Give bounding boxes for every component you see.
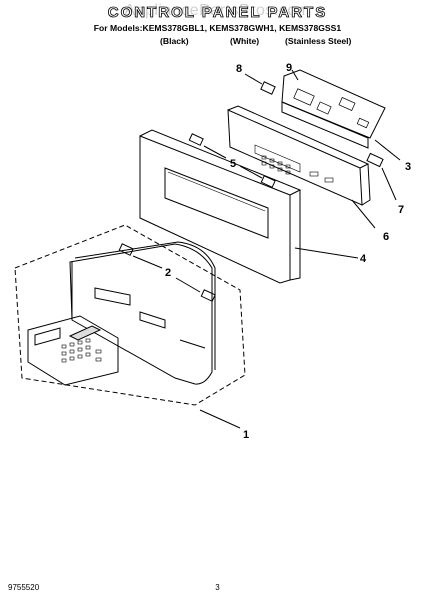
backing-plate-face bbox=[227, 109, 363, 206]
panel-display-window bbox=[94, 287, 131, 306]
part-8-clip bbox=[244, 73, 276, 95]
color-white: (White) bbox=[230, 36, 260, 46]
panel-window-small bbox=[139, 311, 166, 329]
callout-6: 6 bbox=[383, 231, 389, 243]
keypad-display bbox=[34, 327, 61, 346]
color-black: (Black) bbox=[160, 36, 189, 46]
part-9-control-board bbox=[281, 69, 401, 161]
leader-4 bbox=[294, 247, 359, 259]
leader-5a bbox=[203, 145, 227, 159]
leader-5b bbox=[239, 165, 263, 179]
leader-2b bbox=[175, 277, 201, 293]
part-2-clips bbox=[118, 243, 216, 302]
callout-9: 9 bbox=[286, 62, 292, 74]
backing-plate-top bbox=[227, 105, 370, 169]
leader-9 bbox=[291, 69, 299, 81]
leader-3 bbox=[374, 139, 401, 161]
board-chip-4 bbox=[356, 117, 370, 129]
board-chip-3 bbox=[338, 97, 356, 111]
leader-1 bbox=[199, 409, 241, 429]
part-6-backing-plate bbox=[227, 105, 376, 229]
clip-8 bbox=[260, 81, 276, 95]
board-chip-1 bbox=[293, 88, 315, 106]
leader-7 bbox=[381, 167, 397, 201]
page-number: 3 bbox=[215, 583, 220, 592]
callout-4: 4 bbox=[360, 253, 367, 265]
diagram-title: CONTROL PANEL PARTS bbox=[107, 4, 328, 22]
clip-upper bbox=[188, 133, 204, 146]
panel-body bbox=[69, 243, 213, 385]
model-numbers: For Models:KEMS378GBL1, KEMS378GWH1, KEM… bbox=[93, 23, 342, 33]
clip-lower bbox=[260, 175, 276, 188]
callout-7: 7 bbox=[398, 204, 404, 216]
leader-8 bbox=[244, 73, 263, 85]
callout-5: 5 bbox=[230, 158, 236, 170]
spacer-7 bbox=[366, 152, 384, 168]
watermark: AppliancePartsPros.com bbox=[124, 2, 311, 19]
color-stainless: (Stainless Steel) bbox=[285, 36, 352, 46]
part-1-control-panel-assembly bbox=[14, 224, 246, 429]
bezel-side bbox=[289, 190, 301, 281]
document-number: 9755520 bbox=[8, 583, 40, 592]
board-chip-2 bbox=[316, 101, 332, 115]
keypad-overlay bbox=[27, 315, 119, 386]
assembly-dashed-outline bbox=[14, 224, 246, 406]
panel-top-edge bbox=[74, 241, 216, 370]
bezel-top bbox=[139, 129, 302, 196]
part-7-spacer bbox=[366, 152, 397, 201]
bezel-opening-inner bbox=[167, 171, 266, 212]
bezel-front bbox=[139, 135, 291, 284]
leader-2a bbox=[132, 255, 163, 269]
backing-plate-window bbox=[254, 144, 301, 173]
clip-left bbox=[118, 243, 134, 256]
backing-plate-side bbox=[361, 163, 371, 206]
leader-6 bbox=[351, 199, 376, 229]
callout-8: 8 bbox=[236, 63, 242, 75]
callout-1: 1 bbox=[243, 429, 249, 441]
keypad-buttons bbox=[61, 338, 102, 363]
part-5-clips bbox=[188, 133, 276, 188]
panel-edge-detail bbox=[179, 339, 206, 349]
callout-3: 3 bbox=[405, 161, 411, 173]
callout-labels: 1 2 3 4 5 6 7 8 9 bbox=[165, 62, 411, 441]
ribbon-cable bbox=[68, 325, 102, 341]
part-4-bezel-frame bbox=[139, 129, 359, 284]
backing-plate-buttons bbox=[261, 155, 334, 183]
board-edge bbox=[281, 101, 369, 149]
bezel-opening bbox=[164, 167, 269, 239]
callout-2: 2 bbox=[165, 267, 171, 279]
clip-right bbox=[200, 289, 216, 302]
board-face bbox=[281, 69, 386, 139]
